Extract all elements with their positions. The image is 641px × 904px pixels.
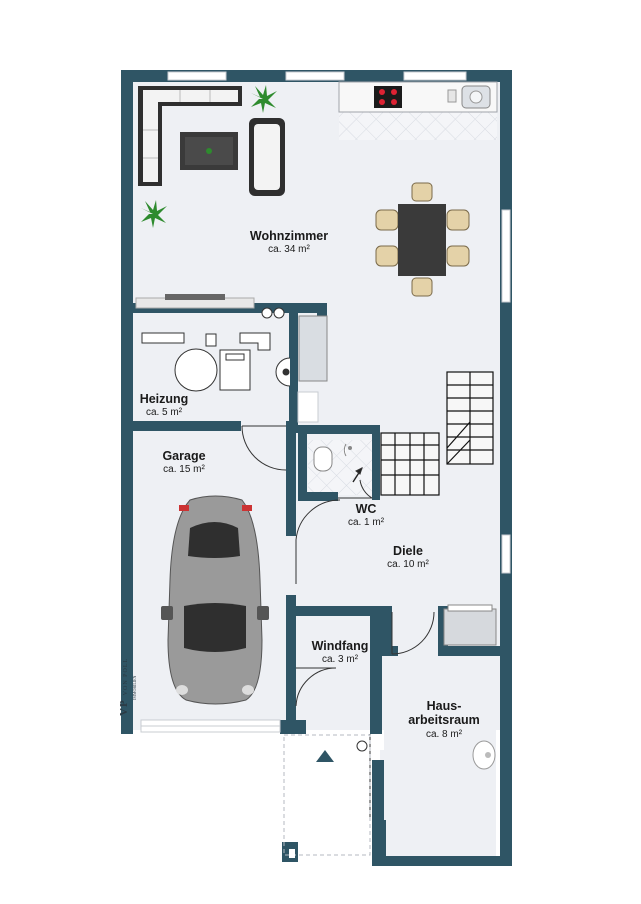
entrance-post-inner bbox=[289, 849, 295, 858]
room-name-heizung: Heizung bbox=[139, 392, 189, 406]
window-top-3 bbox=[403, 71, 467, 81]
windows bbox=[140, 71, 511, 733]
toilet-icon bbox=[313, 446, 333, 472]
room-name-hausarbeitsraum-2: arbeitsraum bbox=[408, 713, 480, 728]
wall-garage-right-lower bbox=[286, 595, 296, 731]
utility-sink-icon bbox=[472, 740, 496, 770]
wall-diele-haus-mid bbox=[438, 606, 448, 652]
wall-wc-left bbox=[298, 425, 307, 497]
room-area-hausarbeitsraum: ca. 8 m² bbox=[425, 728, 463, 740]
room-area-diele: ca. 10 m² bbox=[387, 559, 429, 571]
room-area-windfang: ca. 3 m² bbox=[321, 654, 359, 666]
heating-equipment bbox=[141, 332, 291, 392]
room-name-windfang: Windfang bbox=[311, 639, 369, 653]
boiler-icon bbox=[174, 348, 218, 392]
room-label-heizung: Heizung ca. 5 m² bbox=[124, 392, 204, 419]
room-name-wc: WC bbox=[355, 502, 377, 516]
dining-table-icon bbox=[398, 204, 446, 276]
room-label-diele: Diele ca. 10 m² bbox=[368, 544, 448, 571]
dining-set bbox=[375, 182, 470, 297]
wall-windfang-top bbox=[296, 606, 376, 616]
logo-sub: IMMOBILIEN bbox=[132, 675, 137, 700]
door-windfang bbox=[295, 667, 337, 707]
window-top-1 bbox=[167, 71, 227, 81]
plant-icon bbox=[251, 85, 277, 113]
room-label-hausarbeitsraum: Haus- arbeitsraum ca. 8 m² bbox=[394, 699, 494, 740]
room-name-wohnzimmer: Wohnzimmer bbox=[249, 229, 329, 243]
staircase bbox=[380, 371, 494, 496]
room-label-wc: WC ca. 1 m² bbox=[336, 502, 396, 529]
kitchen bbox=[338, 81, 498, 113]
wall-bottom bbox=[372, 856, 512, 866]
wall-heiz-garage bbox=[133, 421, 241, 431]
wc-basin-icon bbox=[343, 443, 347, 457]
wall-right bbox=[500, 70, 512, 866]
wall-wc-right bbox=[372, 425, 380, 500]
wall-diele-haus bbox=[438, 646, 508, 656]
cooktop-icon bbox=[374, 86, 402, 108]
entrance-arrow-icon bbox=[316, 750, 334, 762]
logo-mark: VP bbox=[118, 699, 130, 716]
wall-shaft-left bbox=[289, 313, 298, 425]
room-area-wohnzimmer: ca. 34 m² bbox=[268, 244, 310, 256]
von-poll-logo: VP VON POLL IMMOBILIEN bbox=[114, 658, 137, 716]
living-furniture bbox=[135, 86, 285, 319]
window-shaft bbox=[297, 391, 319, 423]
wall-garage-corner bbox=[121, 720, 133, 734]
room-area-garage: ca. 15 m² bbox=[163, 464, 205, 476]
wall-windfang-right bbox=[370, 606, 382, 734]
door-hausarbeitsraum bbox=[391, 611, 435, 655]
wc-fixtures bbox=[313, 443, 352, 472]
wall-wc-top bbox=[298, 425, 378, 434]
window-top-2 bbox=[285, 71, 345, 81]
door-wc bbox=[338, 479, 373, 499]
window-right-1 bbox=[501, 209, 511, 303]
logo-name: VON POLL bbox=[123, 657, 129, 696]
room-name-diele: Diele bbox=[393, 544, 423, 558]
door-heizung-garage bbox=[241, 425, 287, 471]
wall-garage-right-upper bbox=[286, 430, 296, 536]
lamp-icon bbox=[356, 740, 368, 752]
washing-unit-icon bbox=[443, 608, 497, 646]
room-area-heizung: ca. 5 m² bbox=[145, 407, 183, 419]
entrance bbox=[283, 734, 371, 858]
shaft-cabinet bbox=[298, 315, 328, 382]
wall-diele-haus-left bbox=[380, 606, 392, 652]
table-plant-icon bbox=[206, 148, 212, 154]
door-garage-diele bbox=[295, 499, 341, 584]
wall-haus-corner bbox=[372, 820, 386, 866]
wall-garage-front-right bbox=[280, 720, 306, 734]
wall-windfang-right-low bbox=[372, 760, 384, 820]
room-label-windfang: Windfang ca. 3 m² bbox=[300, 639, 380, 666]
utility-fixtures bbox=[443, 604, 497, 770]
car-icon bbox=[161, 495, 269, 705]
window-right-2 bbox=[501, 534, 511, 574]
room-name-hausarbeitsraum-1: Haus- bbox=[426, 699, 462, 713]
plant-icon-2 bbox=[141, 200, 167, 228]
kitchen-tile-floor bbox=[339, 110, 497, 140]
wall-left bbox=[121, 70, 133, 732]
room-label-wohnzimmer: Wohnzimmer ca. 34 m² bbox=[239, 229, 339, 256]
wall-wc-bottom bbox=[298, 492, 338, 501]
room-name-garage: Garage bbox=[162, 449, 206, 463]
room-area-wc: ca. 1 m² bbox=[347, 517, 385, 529]
room-label-garage: Garage ca. 15 m² bbox=[144, 449, 224, 476]
